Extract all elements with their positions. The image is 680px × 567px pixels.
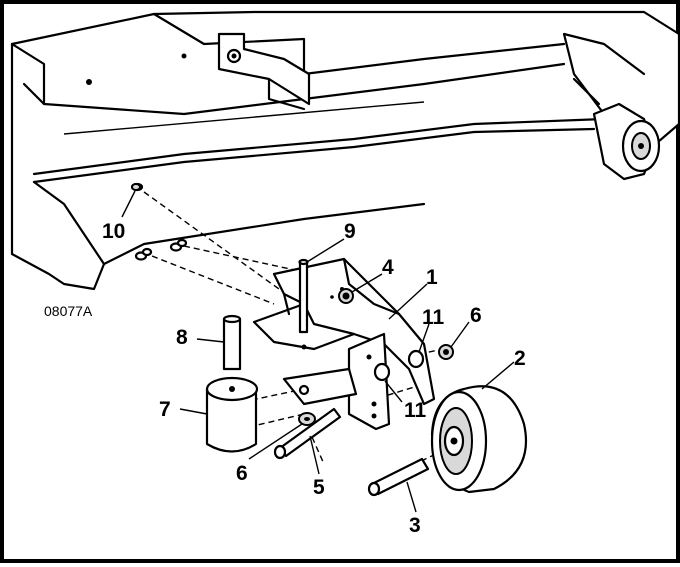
- callout-11-upper: 11: [422, 306, 445, 329]
- callout-8: 8: [176, 326, 188, 349]
- wheel-part-2: [430, 385, 528, 494]
- callout-6-lower: 6: [236, 462, 248, 485]
- callouts: 10 9 4 1 11 6 2 8 7 11 6 5 3: [102, 220, 526, 537]
- callout-1: 1: [426, 266, 438, 289]
- callout-11-lower: 11: [404, 399, 427, 422]
- mower-deck: [10, 10, 680, 291]
- deck-pulley: [572, 77, 661, 181]
- nut-part-4: [338, 288, 354, 304]
- callout-7: 7: [159, 398, 171, 421]
- callout-10: 10: [102, 220, 125, 243]
- roller-part-7: [205, 376, 259, 453]
- callout-5: 5: [313, 476, 325, 499]
- bolt-part-5: [273, 407, 342, 460]
- bushings-part-11: [373, 349, 425, 382]
- axle-part-3: [367, 457, 430, 497]
- figure-reference-code: 08077A: [44, 303, 93, 319]
- leader-lines: [121, 190, 515, 513]
- callout-4: 4: [382, 256, 394, 279]
- diagram-canvas: 10 9 4 1 11 6 2 8 7 11 6 5 3 08077A: [10, 10, 680, 537]
- locknut-part-6-right: [438, 344, 454, 360]
- callout-3: 3: [409, 514, 421, 537]
- locknut-part-6-lower: [298, 412, 316, 426]
- deck-bracket: [86, 32, 311, 111]
- spacer-part-8: [222, 314, 242, 371]
- callout-6-right: 6: [470, 304, 482, 327]
- deck-holes: [130, 182, 188, 261]
- pin-part-9: [298, 258, 309, 334]
- callout-9: 9: [344, 220, 356, 243]
- callout-2: 2: [514, 347, 526, 370]
- bolt-part-10: [131, 183, 141, 191]
